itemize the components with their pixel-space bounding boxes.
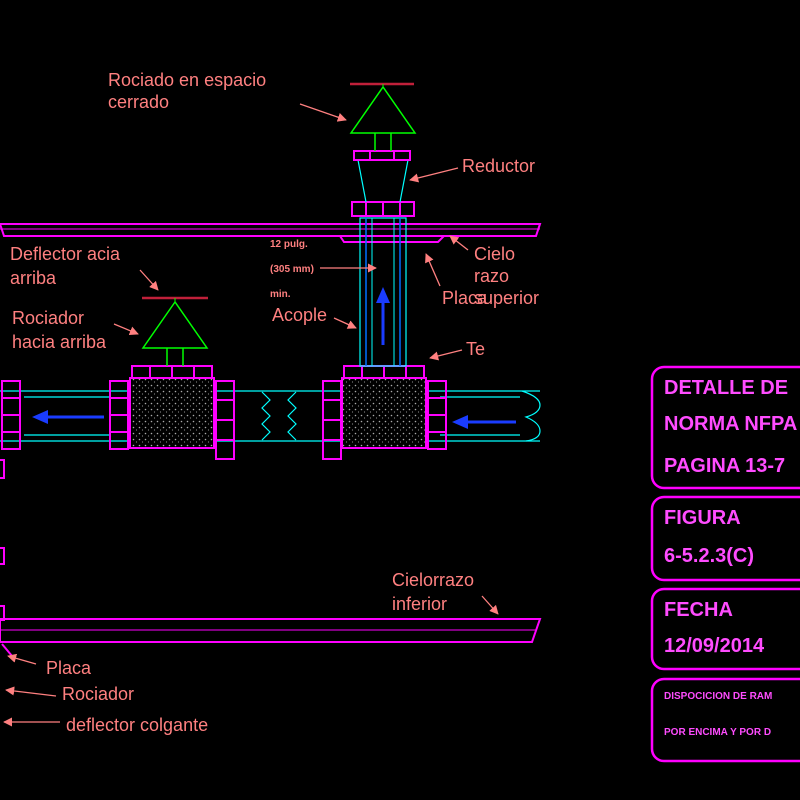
flow-arrow-right-side [452, 415, 516, 429]
label-cielorrazo-inf-1: Cielorrazo [392, 570, 474, 590]
title-fecha-label: FECHA [664, 599, 733, 621]
label-deflector-acia-2: arriba [10, 268, 57, 288]
title-desc-1: DISPOCICION DE RAM [664, 691, 772, 702]
title-norma: NORMA NFPA [664, 413, 797, 435]
title-detalle: DETALLE DE [664, 377, 788, 399]
label-rociado-espacio-1: Rociado en espacio [108, 70, 266, 90]
title-box-desc [650, 677, 800, 763]
label-dim-2: (305 mm) [270, 264, 314, 275]
title-block: DETALLE DE NORMA NFPA PAGINA 13-7 FIGURA… [650, 365, 800, 763]
label-rociador-arriba-1: Rociador [12, 308, 84, 328]
tee-left [129, 365, 215, 449]
label-dim-1: 12 pulg. [270, 239, 308, 250]
label-rociado-espacio-2: cerrado [108, 92, 169, 112]
label-cielo-2: razo [474, 266, 509, 286]
label-dim-3: min. [270, 289, 291, 300]
label-deflector-acia-1: Deflector acia [10, 244, 121, 264]
label-placa-bottom: Placa [46, 658, 92, 678]
riser-pipe [359, 217, 407, 367]
label-deflector-colgante: deflector colgante [66, 715, 208, 735]
label-acople: Acople [272, 305, 327, 325]
title-box-fecha [650, 587, 800, 671]
label-cielo-3: superior [474, 288, 539, 308]
leaders [3, 103, 499, 727]
label-cielorrazo-inf-2: inferior [392, 594, 447, 614]
title-figura-label: FIGURA [664, 507, 741, 529]
title-box-figura [650, 495, 800, 582]
label-reductor: Reductor [462, 156, 535, 176]
title-desc-2: POR ENCIMA Y POR D [664, 727, 771, 738]
upright-sprinkler [141, 296, 209, 366]
label-placa-top: Placa [442, 288, 488, 308]
tee-right [341, 365, 427, 449]
upper-sprinkler [349, 82, 417, 151]
flow-arrow-left [32, 410, 104, 424]
label-cielo-1: Cielo [474, 244, 515, 264]
label-rociador-arriba-2: hacia arriba [12, 332, 107, 352]
label-rociador-bottom: Rociador [62, 684, 134, 704]
title-figura-value: 6-5.2.3(C) [664, 545, 754, 567]
title-pagina: PAGINA 13-7 [664, 455, 785, 477]
pendent-sprinkler-edge [0, 459, 13, 657]
main-pipe [0, 390, 541, 442]
title-box-detalle [650, 365, 800, 490]
reducer [351, 150, 415, 217]
lower-ceiling-slab [0, 618, 542, 643]
label-te: Te [466, 339, 485, 359]
title-fecha-value: 12/09/2014 [664, 635, 765, 657]
